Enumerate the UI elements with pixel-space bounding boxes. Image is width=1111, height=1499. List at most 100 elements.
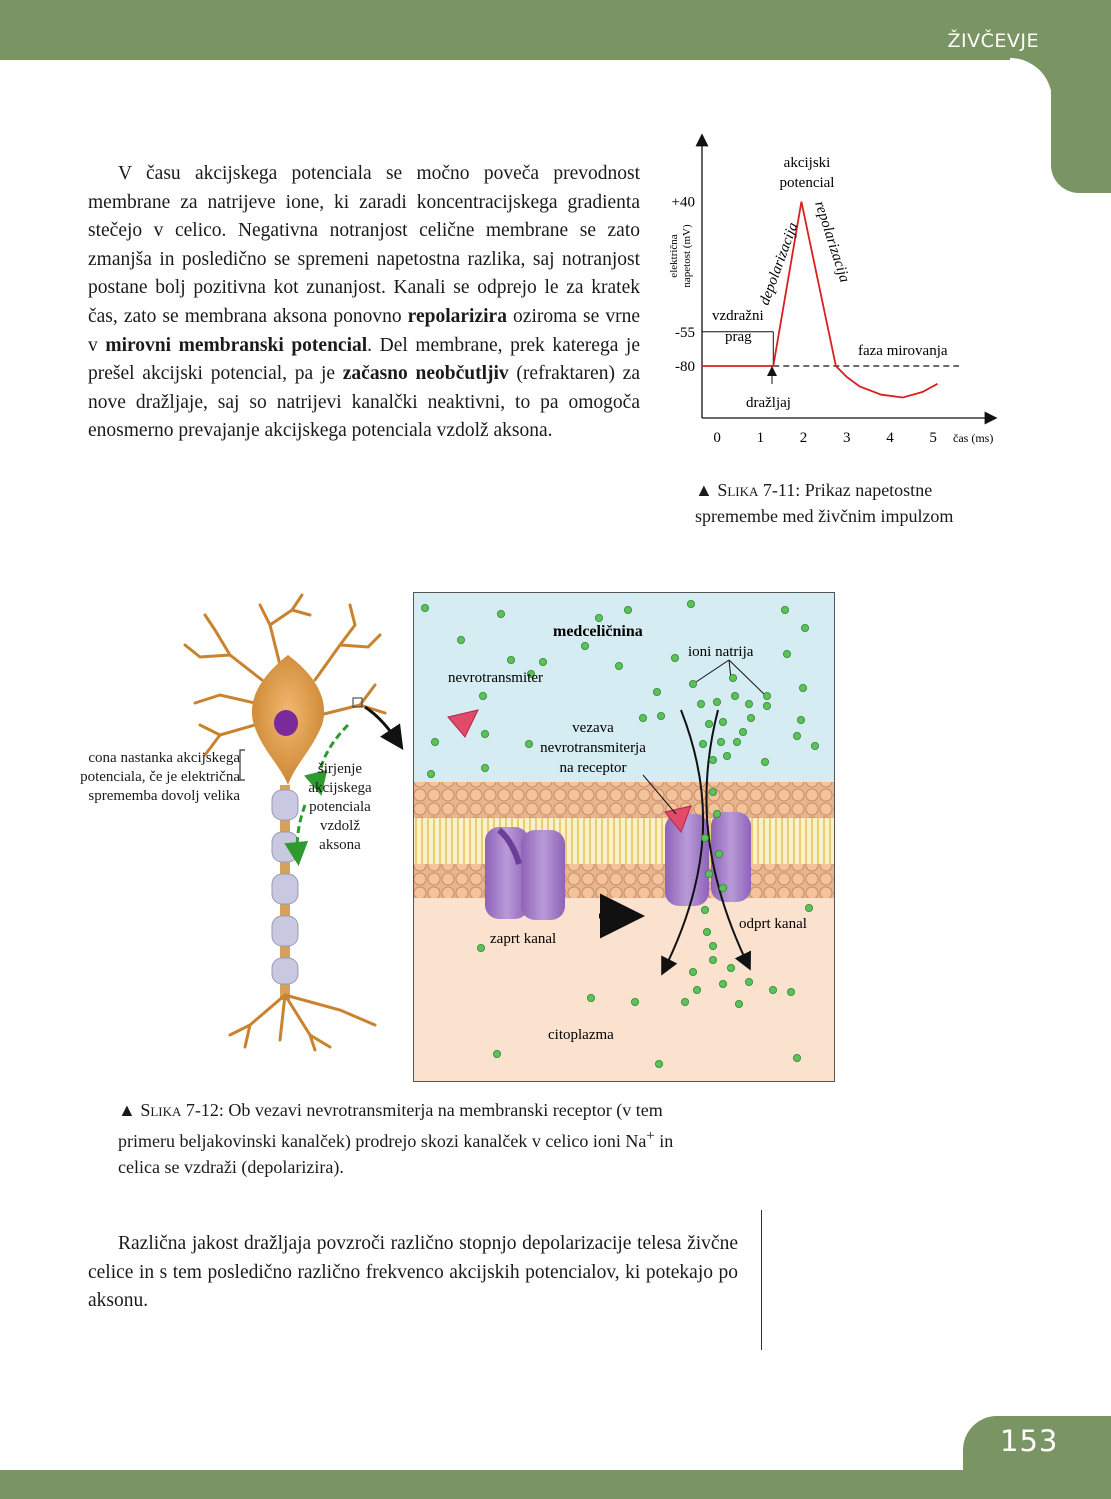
nucleus bbox=[274, 710, 298, 736]
sodium-ion bbox=[792, 1053, 801, 1062]
zone-label-line3: sprememba dovolj velika bbox=[88, 788, 240, 804]
y-axis-label-line2: napetost (mV) bbox=[681, 224, 693, 288]
dendrites bbox=[183, 593, 387, 757]
sodium-ion bbox=[782, 650, 791, 659]
caption-text: 7-11: Prikaz napetostne bbox=[758, 480, 933, 500]
bound-neurotransmitter-triangle bbox=[664, 805, 692, 833]
sodium-ion bbox=[420, 603, 429, 612]
sodium-ion bbox=[493, 1049, 502, 1058]
sodium-ion bbox=[457, 636, 466, 645]
zone-label: cona nastanka akcijskega potenciala, če … bbox=[40, 749, 240, 806]
sodium-ion bbox=[712, 698, 721, 707]
para1-intro: V času akcijskega potenciala se močno po… bbox=[88, 163, 640, 327]
sodium-ion bbox=[479, 692, 488, 701]
sodium-ion bbox=[688, 680, 697, 689]
propagation-arrow bbox=[304, 723, 350, 796]
sodium-ion bbox=[652, 688, 661, 697]
figure-7-12-caption: ▲ Slika 7-12: Ob vezavi nevrotransmiterj… bbox=[118, 1097, 838, 1180]
closed-channel bbox=[485, 827, 565, 920]
section-title: ŽIVČEVJE bbox=[947, 30, 1039, 52]
open-channel bbox=[665, 812, 751, 906]
x-tick-label: 0 bbox=[713, 430, 721, 446]
label-sodium-ions: ioni natrija bbox=[688, 644, 754, 660]
y-tick-label: -80 bbox=[675, 359, 695, 375]
neuron-illustration bbox=[183, 593, 404, 1052]
sodium-ion bbox=[792, 731, 801, 740]
sodium-ion bbox=[718, 883, 727, 892]
caption-label: Slika bbox=[717, 480, 759, 500]
sodium-ion bbox=[804, 903, 813, 912]
sodium-ion bbox=[726, 963, 735, 972]
sodium-ion bbox=[780, 605, 789, 614]
sodium-ion bbox=[696, 700, 705, 709]
y-tick-labels: +40-55-80 bbox=[672, 195, 695, 375]
sodium-ion bbox=[527, 670, 536, 679]
sodium-ion bbox=[481, 729, 490, 738]
sodium-ion bbox=[744, 977, 753, 986]
sodium-ion bbox=[426, 769, 435, 778]
sodium-ion bbox=[586, 993, 595, 1002]
x-tick-label: 3 bbox=[843, 430, 851, 446]
sodium-ion bbox=[688, 967, 697, 976]
para1-mid1: oziroma se vrne v bbox=[88, 305, 640, 356]
sodium-ion bbox=[746, 714, 755, 723]
sodium-ion bbox=[704, 869, 713, 878]
sodium-ions bbox=[420, 599, 819, 1068]
sodium-ion bbox=[708, 755, 717, 764]
neurotransmitter-triangle bbox=[447, 709, 479, 738]
x-tick-label: 4 bbox=[886, 430, 894, 446]
label-binding-line1: vezava bbox=[572, 720, 614, 736]
y-axis-label-line1: električna bbox=[668, 234, 680, 277]
zoom-arrow bbox=[364, 705, 404, 750]
sodium-ion bbox=[630, 997, 639, 1006]
sodium-ion bbox=[481, 763, 490, 772]
page-number: 153 bbox=[1000, 1424, 1059, 1458]
sodium-ion bbox=[714, 849, 723, 858]
margin-rule bbox=[761, 1210, 762, 1350]
sodium-ion bbox=[712, 809, 721, 818]
annotation-threshold-line2: prag bbox=[725, 329, 752, 345]
sodium-ion bbox=[670, 654, 679, 663]
annotation-repolarization: repolarizacija bbox=[811, 199, 852, 284]
sodium-ion bbox=[614, 662, 623, 671]
sodium-ion bbox=[507, 656, 516, 665]
propagation-label-line1: širjenje bbox=[317, 761, 363, 777]
sodium-ion bbox=[810, 741, 819, 750]
annotation-threshold-line1: vzdražni bbox=[712, 308, 764, 324]
y-tick-label: -55 bbox=[675, 325, 695, 341]
sodium-ion bbox=[708, 955, 717, 964]
label-open-channel: odprt kanal bbox=[739, 916, 807, 932]
body-paragraph-1: V času akcijskega potenciala se močno po… bbox=[88, 160, 640, 446]
x-tick-label: 2 bbox=[800, 430, 808, 446]
caption-text-2: 7-12: Ob vezavi nevrotransmiterja na mem… bbox=[181, 1100, 663, 1120]
zoom-box-icon bbox=[352, 697, 363, 708]
chapter-tab bbox=[1051, 58, 1111, 193]
caption-text-2-line2a: primeru beljakovinski kanalček) prodrejo… bbox=[118, 1131, 647, 1151]
sodium-ion bbox=[730, 692, 739, 701]
zone-bracket bbox=[239, 749, 245, 781]
label-closed-channel: zaprt kanal bbox=[490, 931, 556, 947]
sodium-ion bbox=[638, 714, 647, 723]
para1-end: (refraktaren) za nove dražljaje, saj so … bbox=[88, 363, 640, 442]
label-binding-line3: na receptor bbox=[559, 760, 626, 776]
sodium-ion bbox=[728, 674, 737, 683]
x-axis-label: čas (ms) bbox=[953, 431, 993, 445]
caption-label-2: Slika bbox=[140, 1100, 182, 1120]
sodium-ion bbox=[692, 985, 701, 994]
propagation-label-line4: vzdolž bbox=[320, 818, 360, 834]
term-neobcutljiv: začasno neobčutljiv bbox=[342, 363, 509, 385]
sodium-ion bbox=[738, 727, 747, 736]
sodium-ion bbox=[702, 927, 711, 936]
sodium-ion bbox=[700, 905, 709, 914]
annotation-peak-line2: potencial bbox=[780, 175, 835, 191]
panel-border bbox=[413, 592, 835, 1082]
sodium-ion bbox=[686, 599, 695, 608]
footer-bar bbox=[0, 1470, 1111, 1499]
sodium-ion bbox=[430, 737, 439, 746]
action-potential-chart: električna napetost (mV) čas (ms) +40-55… bbox=[668, 133, 998, 446]
sodium-ion bbox=[594, 613, 603, 622]
sodium-ion bbox=[722, 751, 731, 760]
term-mirovni-potencial: mirovni membranski potencial bbox=[105, 334, 368, 356]
membrane-tails bbox=[413, 818, 835, 864]
